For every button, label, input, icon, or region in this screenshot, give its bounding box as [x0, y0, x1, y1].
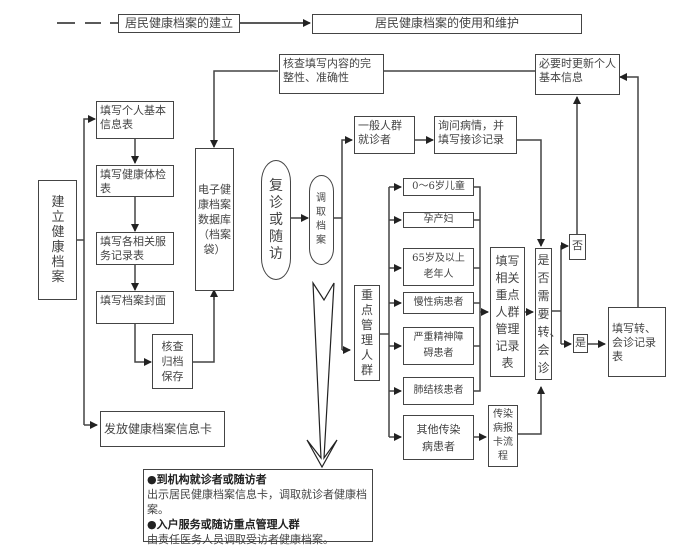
group-children-node: 0～6岁儿童: [403, 178, 474, 196]
build-record-label: 建立健康档案: [51, 195, 65, 285]
e-record-database-node: 电子健康档案数据库（档案袋）: [195, 148, 234, 291]
legend-use: 居民健康档案的使用和维护: [312, 14, 582, 34]
group-other-infectious-node: 其他传染病患者: [403, 415, 474, 460]
build-record-node: 建立健康档案: [38, 180, 77, 300]
yes-node: 是: [573, 334, 588, 353]
infectious-report-label: 传染病报卡流程: [493, 409, 513, 462]
revisit-label: 复诊或随访: [269, 177, 283, 262]
archive-node: 核查归档保存: [152, 334, 193, 389]
legend-establish: 居民健康档案的建立: [118, 14, 240, 33]
group-mental-node: 严重精神障碍患者: [403, 327, 474, 365]
retrieve-record-node: 调取档案: [309, 175, 334, 265]
note-text-home: 由责任医务人员调取受访者健康档案。: [147, 533, 334, 546]
key-record-node: 填写相关重点人群管理记录表: [490, 247, 525, 377]
retrieval-note: ●到机构就诊者或随访者 出示居民健康档案信息卡，调取就诊者健康档案。 ●入户服务…: [143, 469, 373, 546]
issue-card-node: 发放健康档案信息卡: [100, 411, 225, 447]
decision-label: 是否需要转、会诊: [537, 253, 562, 375]
revisit-node: 复诊或随访: [261, 160, 291, 280]
group-chronic-node: 慢性病患者: [403, 292, 474, 314]
note-title-home: ●入户服务或随访重点管理人群: [147, 518, 300, 531]
group-tuberculosis-node: 肺结核患者: [403, 377, 474, 405]
infectious-report-node: 传染病报卡流程: [488, 405, 518, 467]
group-elderly-node: 65岁及以上老年人: [403, 248, 474, 286]
inquire-condition-node: 询问病情，并填写接诊记录: [434, 116, 517, 154]
archive-label: 核查归档保存: [161, 340, 184, 383]
group-pregnant-node: 孕产妇: [403, 212, 474, 228]
referral-record-node: 填写转、会诊记录表: [608, 307, 666, 377]
key-record-label: 填写相关重点人群管理记录表: [495, 253, 520, 370]
no-node: 否: [569, 234, 586, 260]
decision-node: 是否需要转、会诊: [535, 248, 562, 380]
fill-cover-node: 填写档案封面: [96, 291, 174, 324]
fill-service-record-node: 填写各相关服务记录表: [96, 232, 174, 265]
check-completeness-node: 核查填写内容的完整性、准确性: [279, 54, 384, 94]
general-patient-node: 一般人群就诊者: [354, 116, 415, 154]
fill-personal-info-node: 填写个人基本信息表: [96, 101, 174, 139]
update-info-node: 必要时更新个人基本信息: [535, 54, 620, 95]
note-text-visit: 出示居民健康档案信息卡，调取就诊者健康档案。: [147, 488, 367, 516]
fill-health-exam-node: 填写健康体检表: [96, 165, 174, 197]
key-group-label: 重点管理人群: [361, 288, 374, 377]
note-title-visit: ●到机构就诊者或随访者: [147, 473, 267, 486]
key-group-node: 重点管理人群: [354, 285, 380, 381]
retrieve-label: 调取档案: [316, 193, 326, 246]
database-label: 电子健康档案数据库（档案袋）: [198, 183, 231, 256]
